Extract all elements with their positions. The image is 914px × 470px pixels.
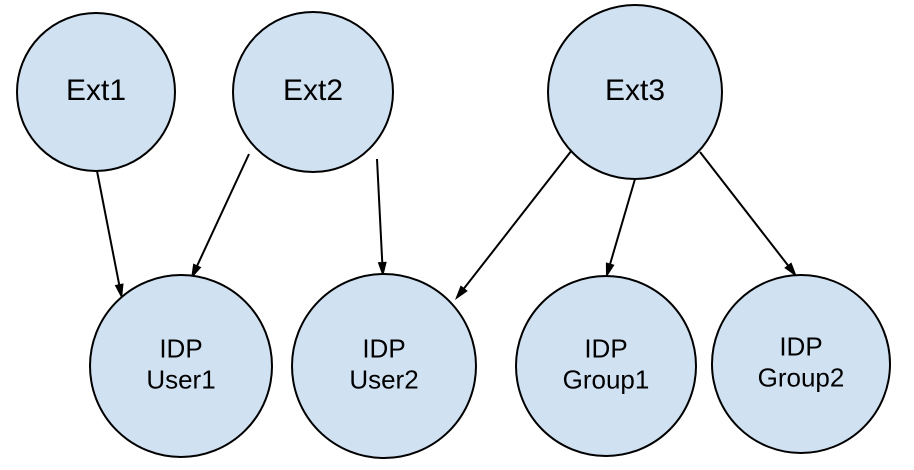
edge-ext2-to-idp_user2 [376,158,387,277]
node-label-line: User2 [349,364,418,394]
arrow-head-icon [114,283,124,299]
node-circle[interactable] [16,12,176,172]
edge-ext1-to-idp_user1 [96,170,124,299]
edge-line [195,153,250,269]
node-circle[interactable] [547,4,723,180]
edge-ext3-to-idp_group1 [605,178,636,278]
edge-ext3-to-idp_group2 [699,151,797,277]
edges-layer [96,149,797,300]
node-circle[interactable] [711,274,891,454]
edge-line [376,158,384,266]
node-label-line: IDP [159,333,202,363]
node-label-line: IDP [584,333,627,363]
node-ext3[interactable]: Ext3 [547,4,723,180]
node-circle[interactable] [89,274,273,458]
node-label: Ext1 [66,74,126,107]
node-circle[interactable] [515,275,697,457]
edge-line [96,170,121,288]
edge-ext2-to-idp_user1 [191,153,250,279]
node-label-line: Group1 [563,364,650,394]
arrow-head-icon [605,262,615,278]
arrow-head-icon [455,285,468,300]
arrow-head-icon [784,262,797,277]
node-label-line: Group2 [758,362,845,392]
node-label-line: Ext1 [66,74,126,107]
edge-line [699,151,791,269]
node-label-line: IDP [362,333,405,363]
node-ext2[interactable]: Ext2 [232,11,394,173]
node-circle[interactable] [291,273,477,459]
node-circle[interactable] [232,11,394,173]
node-label-line: User1 [146,364,215,394]
node-label-line: Ext2 [283,74,343,107]
node-label: Ext3 [605,74,665,107]
edge-ext3-to-idp_user2 [455,149,573,300]
edge-line [608,178,636,267]
node-label: Ext2 [283,74,343,107]
edge-line [461,149,573,292]
node-ext1[interactable]: Ext1 [16,12,176,172]
arrow-head-icon [377,261,387,277]
node-label-line: Ext3 [605,74,665,107]
node-label-line: IDP [779,331,822,361]
